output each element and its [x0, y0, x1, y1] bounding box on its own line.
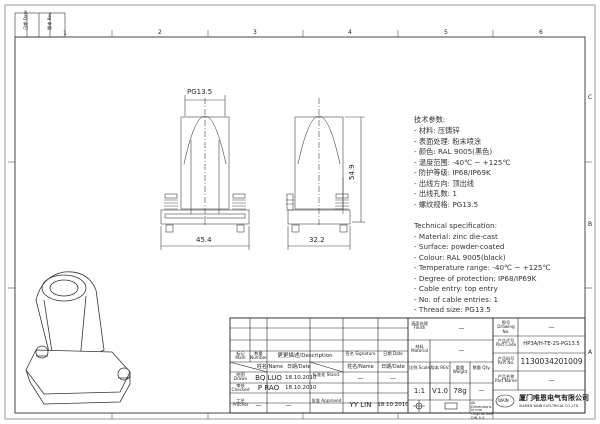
column-marker: 4	[348, 29, 352, 36]
company-logo-icon	[495, 394, 515, 408]
tb-date-header: 日期/Date	[287, 364, 311, 370]
company-logo-text: WAIN	[498, 398, 509, 403]
tb-mark: 标记 Mark	[235, 351, 246, 361]
tb-name-header-2: 姓名/Name	[347, 364, 374, 370]
tb-qty: —	[478, 387, 485, 394]
row-marker: B	[588, 221, 593, 228]
title-block-lines	[229, 317, 586, 414]
dimension-front-width: 45.4	[196, 236, 212, 244]
tb-material-label: 材料 Material	[410, 344, 428, 354]
tb-material-value: —	[458, 347, 465, 354]
tb-drawing-no-label: 图号 Drawing No.	[497, 320, 515, 334]
spec-cn-item: - 温度范围: -40℃ ~ +125℃	[414, 158, 511, 167]
tb-approved-label: 批准 Approved	[311, 398, 342, 403]
tb-part-no-label: 产品料号 Part No.	[497, 356, 515, 366]
spec-en-item: - Material: zinc die-cast	[414, 232, 498, 241]
spec-en-item: - No. of cable entries: 1	[414, 295, 499, 304]
spec-cn-item: - 材料: 压铸锌	[414, 126, 460, 135]
tb-dims-note: All Dimensions in mm Original Size DIN A…	[471, 401, 493, 420]
spec-cn-item: - 表面处理: 粉末喷涂	[414, 137, 482, 146]
spec-cn-title: 技术参数:	[414, 115, 446, 124]
tb-checked-date: 18.10.2010	[285, 385, 317, 391]
company-name-cn: 厦门唯恩电气有限公司	[519, 394, 589, 402]
tb-date: 日期 Date	[383, 351, 403, 356]
column-marker: 6	[539, 29, 543, 36]
tb-rev-label: 版本 REV.	[430, 365, 450, 370]
row-marker: C	[588, 94, 593, 101]
spec-en-item: - Colour: RAL 9005(black)	[414, 253, 506, 262]
tb-drawing-no: —	[548, 324, 555, 331]
spec-en-item: - Surface: powder-coated	[414, 242, 505, 251]
column-marker: 2	[158, 29, 162, 36]
column-marker: 3	[253, 29, 257, 36]
spec-cn-item: - 颜色: RAL 9005(黑色)	[414, 147, 493, 156]
tb-checked-name: P RAO	[257, 384, 280, 392]
tb-part-name: —	[548, 377, 555, 384]
front-view	[160, 95, 250, 250]
spec-en-item: - Degree of protection: IP68/IP69K	[414, 274, 537, 283]
tb-scale-label: 比例 Scale	[409, 365, 430, 370]
tb-part-code: HP3A/H-TE-2S-PG13.5	[523, 341, 580, 347]
spec-cn-item: - 螺纹规格: PG13.5	[414, 200, 479, 209]
tb-part-no: 1130034201009	[520, 357, 583, 366]
tb-signature: 签名 Signature	[345, 351, 376, 356]
tb-stand-name: —	[357, 375, 364, 382]
spec-en-item: - Thread size: PG13.5	[414, 305, 491, 314]
tb-part-name-label: 产品名称 Part Name	[495, 374, 517, 384]
row-marker: A	[588, 349, 593, 356]
side-view	[286, 98, 365, 250]
tb-drawn-label: 绘图 Drawn	[233, 372, 248, 382]
company-name-en: XIAMEN WAIN ELECTRICAL CO.,LTD	[519, 404, 579, 408]
spec-en-item: - Cable entry: top entry	[414, 284, 498, 293]
tb-checked-label: 审核 Checked	[231, 383, 250, 393]
tb-drawn-name: BQ LUO	[255, 374, 282, 382]
dimension-thread: PG13.5	[187, 88, 213, 96]
iso-view	[25, 271, 131, 405]
tb-drawn-date: 18.10.2010	[285, 375, 317, 381]
dimension-height: 54.9	[348, 164, 356, 180]
tb-finish-value: —	[458, 325, 465, 332]
tb-name-header: 姓名/Name	[256, 364, 284, 370]
spec-en-item: - Temperature range: -40℃ ~ +125℃	[414, 263, 551, 272]
tb-description: 更更描述/Description	[277, 353, 333, 359]
dimension-side-width: 32.2	[309, 236, 325, 244]
tb-qty-label: 数量 Qty.	[472, 365, 491, 370]
corner-box-rev: 版本 Rev.	[47, 11, 52, 31]
corner-box-date: 日期 Date	[23, 10, 28, 30]
spec-en-title: Technical specification:	[414, 221, 498, 230]
tb-part-code-label: 产品代号 Part Code	[495, 338, 517, 348]
tb-stand-date: —	[390, 375, 396, 382]
tb-weight: 78g	[453, 387, 467, 395]
tb-process-date: —	[285, 402, 292, 409]
tb-date-header-2: 日期/Date	[381, 364, 405, 370]
tb-weight-label: 重量 Weight	[452, 365, 468, 375]
tb-scale: 1:1	[413, 387, 426, 395]
spec-cn-item: - 出线方向: 顶出线	[414, 179, 474, 188]
tb-process-name: —	[255, 402, 262, 409]
tb-rev: V1.0	[432, 387, 448, 395]
tb-finish-label: 表面处理 Finish	[411, 321, 428, 331]
tb-approved-name: YY LIN	[349, 401, 372, 409]
column-marker: 5	[444, 29, 448, 36]
column-marker: 1	[63, 30, 67, 37]
tb-number: 数量 Number	[250, 351, 267, 361]
spec-cn-item: - 防护等级: IP68/IP69K	[414, 168, 491, 177]
tb-process-label: 工艺 Process	[232, 398, 249, 408]
tb-approved-date: 18.10.2010	[377, 402, 409, 408]
spec-cn-item: - 出线孔数: 1	[414, 189, 457, 198]
tb-stand-label: 标准化 Stand.	[312, 372, 341, 377]
